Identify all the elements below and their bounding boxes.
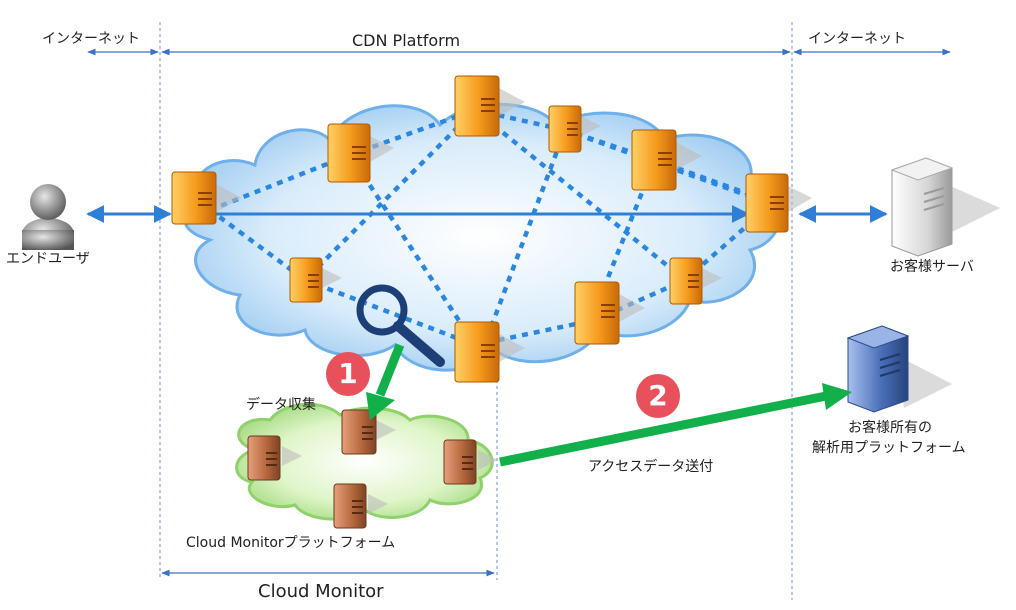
customer-server-icon bbox=[890, 157, 1000, 257]
monitor-server-icons bbox=[247, 409, 498, 529]
server-icon bbox=[669, 257, 722, 305]
customer-server-label: お客様サーバ bbox=[890, 259, 974, 275]
cloud-monitor-cloud-icon bbox=[235, 402, 494, 521]
server-icon bbox=[327, 123, 394, 183]
server-icon bbox=[341, 409, 396, 455]
step-2-badge: 2 bbox=[636, 374, 680, 418]
step-1-badge: 1 bbox=[326, 352, 370, 396]
magnifier-icon bbox=[356, 284, 445, 367]
server-icon bbox=[443, 439, 498, 485]
user-icon bbox=[22, 184, 74, 250]
customer-platform-label-line1: お客様所有の bbox=[848, 420, 932, 436]
server-icon bbox=[745, 173, 812, 233]
section-boundaries bbox=[159, 22, 793, 600]
end-user-label: エンドユーザ bbox=[6, 251, 90, 267]
server-icon bbox=[333, 483, 388, 529]
cloud-monitor-platform-label: Cloud Monitorプラットフォーム bbox=[186, 535, 396, 551]
server-icon bbox=[548, 105, 601, 153]
server-icon bbox=[289, 257, 342, 303]
server-icon bbox=[454, 321, 525, 383]
customer-platform-label-line2: 解析用プラットフォーム bbox=[812, 440, 966, 456]
cdn-platform-label: CDN Platform bbox=[352, 31, 461, 50]
cloud-monitor-label: Cloud Monitor bbox=[258, 581, 384, 602]
internet-right-label: インターネット bbox=[808, 31, 906, 47]
server-icon bbox=[574, 281, 645, 345]
server-icon bbox=[454, 75, 525, 137]
server-icon bbox=[247, 435, 302, 481]
server-icon bbox=[171, 171, 242, 225]
section-arrows-top bbox=[87, 48, 951, 577]
server-icon bbox=[631, 129, 702, 191]
step-1-label: データ収集 bbox=[246, 397, 316, 413]
cdn-server-icons bbox=[171, 75, 812, 383]
internet-left-label: インターネット bbox=[42, 31, 140, 47]
step-2-label: アクセスデータ送付 bbox=[588, 459, 714, 475]
data-flow-arrows bbox=[366, 343, 852, 467]
analysis-server-icon bbox=[846, 325, 952, 413]
